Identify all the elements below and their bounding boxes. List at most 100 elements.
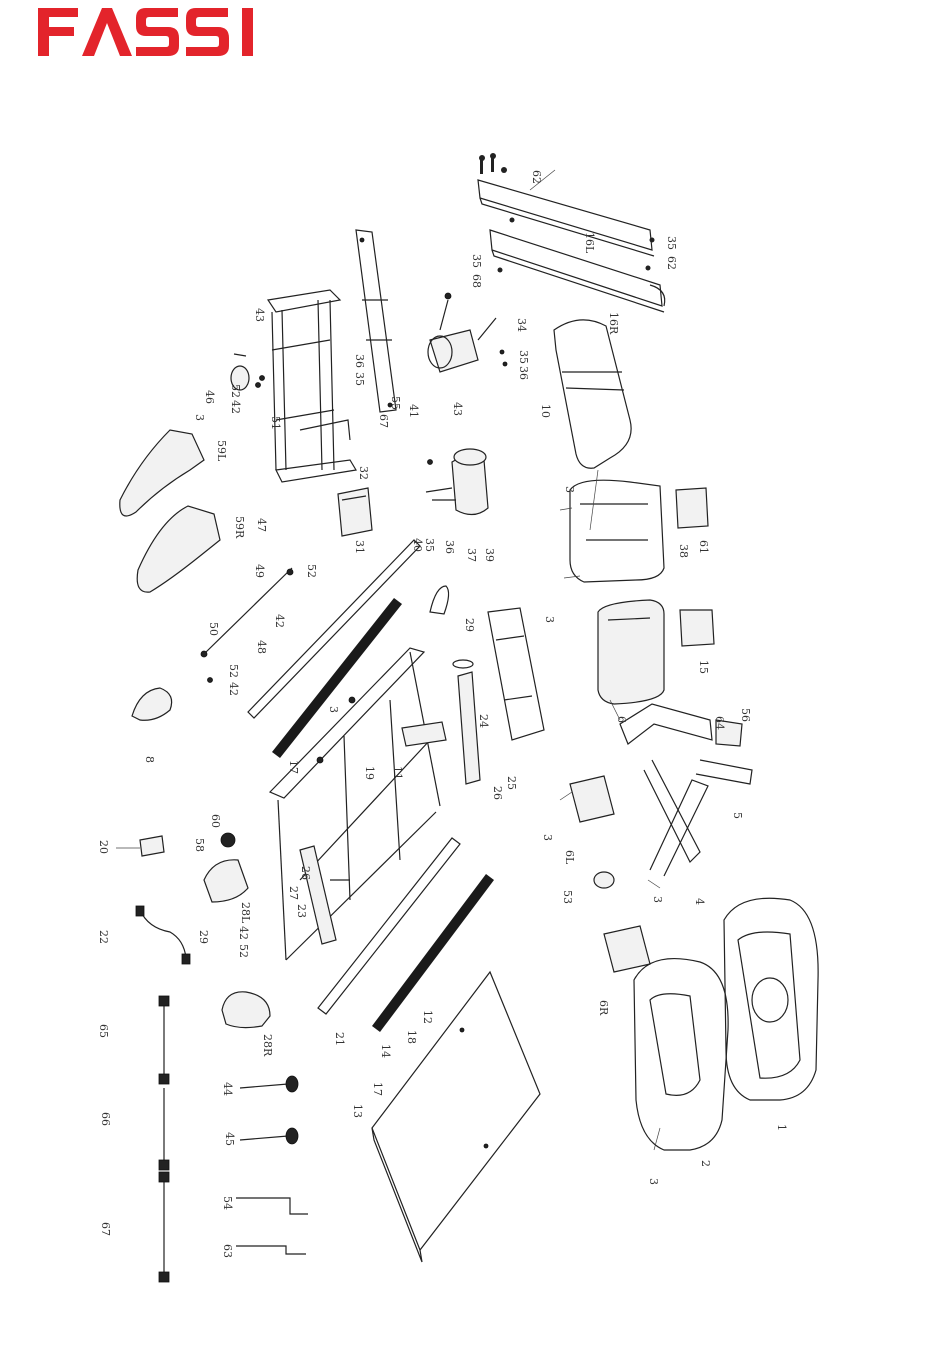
part-20 — [116, 836, 164, 856]
label-37: 37 — [465, 548, 478, 562]
lift-motor-33 — [428, 293, 507, 372]
label-65: 65 — [97, 1024, 110, 1038]
display-board-15 — [598, 600, 664, 704]
label-47: 47 — [255, 518, 268, 532]
label-45: 45 — [223, 1132, 236, 1146]
grip-6r — [604, 926, 650, 972]
label-3-g: 3 — [647, 1178, 660, 1185]
label-19: 19 — [363, 766, 376, 780]
cable-65 — [159, 996, 169, 1084]
label-35-c: 35 — [517, 350, 530, 364]
label-50: 50 — [207, 622, 220, 636]
belt-30 — [430, 586, 449, 614]
label-58: 58 — [193, 838, 206, 852]
label-3-e: 3 — [541, 834, 554, 841]
label-10: 10 — [539, 404, 552, 418]
label-48: 48 — [255, 640, 268, 654]
label-2: 2 — [699, 1160, 712, 1167]
label-43-motor: 43 — [451, 402, 464, 416]
label-56: 56 — [739, 708, 752, 722]
label-6l: 6L — [563, 850, 576, 865]
label-34: 34 — [515, 318, 528, 332]
label-16r: 16R — [607, 312, 620, 335]
label-32: 32 — [357, 466, 370, 480]
label-62-b: 62 — [665, 256, 678, 270]
base-cover-1 — [724, 898, 818, 1100]
label-54: 54 — [221, 1196, 234, 1210]
cable-22 — [136, 906, 190, 964]
label-38: 38 — [677, 544, 690, 558]
label-62-top: 62 — [530, 170, 543, 184]
label-52-c: 52 — [227, 664, 240, 678]
cover-28l — [204, 860, 248, 902]
label-64: 64 — [713, 716, 726, 730]
label-28r: 28R — [261, 1034, 274, 1057]
label-39: 39 — [483, 548, 496, 562]
label-49: 49 — [253, 564, 266, 578]
handrail-16l — [478, 170, 654, 256]
label-24: 24 — [477, 714, 490, 728]
label-16l: 16L — [583, 232, 596, 254]
label-63: 63 — [221, 1244, 234, 1258]
label-29-b: 29 — [197, 930, 210, 944]
handrail-16r — [490, 230, 665, 312]
label-31: 31 — [353, 540, 366, 554]
label-28l: 28L — [239, 902, 252, 924]
label-29-a: 29 — [463, 618, 476, 632]
label-59r: 59R — [233, 516, 246, 539]
label-23: 23 — [295, 904, 308, 918]
controller-31 — [338, 488, 372, 536]
cover-28r — [222, 992, 270, 1028]
label-3-d: 3 — [327, 706, 340, 713]
label-52-a: 52 — [229, 384, 242, 398]
handlebar-frame — [620, 704, 752, 876]
label-35-b: 35 — [470, 254, 483, 268]
label-44: 44 — [221, 1082, 234, 1096]
label-5: 5 — [731, 812, 744, 819]
grip-6l — [570, 776, 614, 822]
part-53 — [594, 872, 614, 888]
label-15: 15 — [697, 660, 710, 674]
label-42-d: 42 — [237, 926, 250, 940]
label-21: 21 — [333, 1032, 346, 1046]
label-17-a: 17 — [287, 760, 300, 774]
console-base — [570, 480, 664, 582]
label-3-f: 3 — [651, 896, 664, 903]
label-35-d: 35 — [353, 372, 366, 386]
label-67-bottom: 67 — [99, 1222, 112, 1236]
label-36-a: 36 — [517, 366, 530, 380]
label-1: 1 — [775, 1124, 788, 1131]
label-20: 20 — [97, 840, 110, 854]
label-25: 25 — [505, 776, 518, 790]
label-27: 27 — [287, 886, 300, 900]
label-53: 53 — [561, 890, 574, 904]
label-11: 11 — [391, 766, 404, 780]
deck-board — [372, 972, 540, 1262]
label-13: 13 — [351, 1104, 364, 1118]
label-6r: 6R — [597, 1000, 610, 1016]
label-40: 40 — [411, 538, 424, 552]
label-67-top: 67 — [377, 414, 390, 428]
label-43-frame: 43 — [253, 308, 266, 322]
label-12: 12 — [421, 1010, 434, 1024]
label-60: 60 — [209, 814, 222, 828]
side-rail-29 — [488, 608, 544, 740]
label-3-c: 3 — [543, 616, 556, 623]
motor-cover-10 — [554, 320, 631, 468]
knob-45 — [240, 1128, 298, 1144]
cover-59l — [120, 430, 204, 516]
label-61: 61 — [697, 540, 710, 554]
label-66: 66 — [99, 1112, 112, 1126]
side-strip-lower — [318, 838, 494, 1032]
cable-66 — [159, 1088, 169, 1170]
label-42-b: 42 — [273, 614, 286, 628]
allen-key-54 — [236, 1198, 308, 1214]
side-strip-upper — [248, 540, 420, 758]
label-59l: 59L — [215, 440, 228, 462]
label-46: 46 — [203, 390, 216, 404]
board-61 — [680, 610, 714, 646]
label-6: 6 — [615, 716, 628, 723]
label-14: 14 — [379, 1044, 392, 1058]
